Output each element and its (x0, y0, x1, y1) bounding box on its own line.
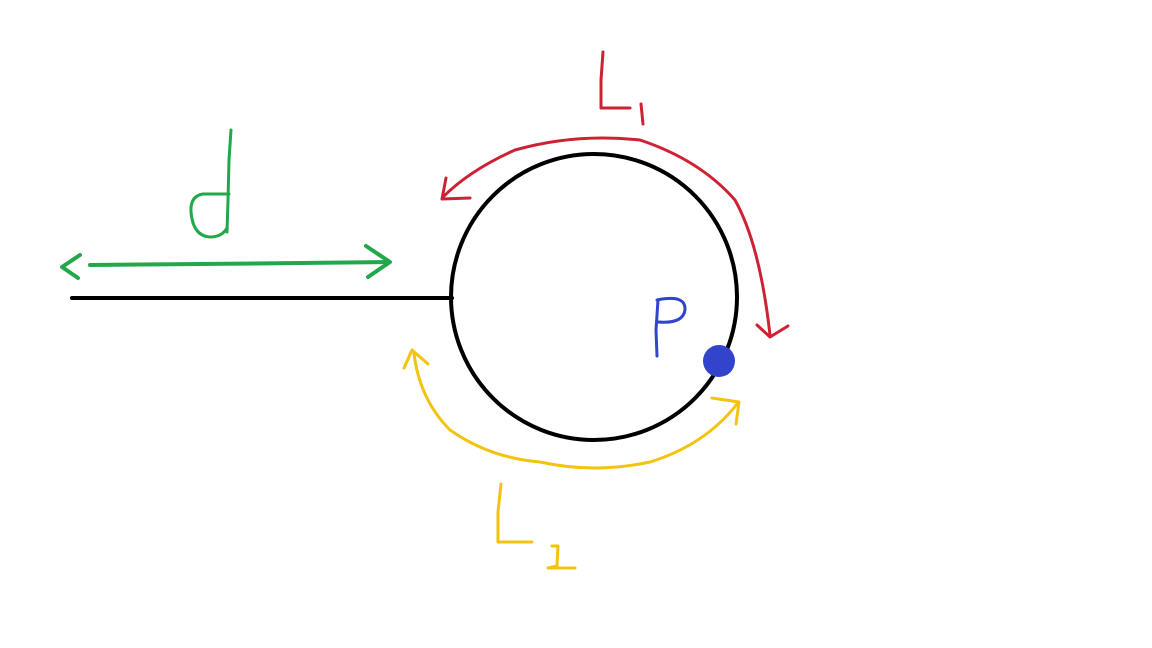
point-p-marker (703, 345, 735, 377)
L1-arrow-head (755, 323, 790, 339)
L1-arrow-curve (441, 136, 772, 337)
L1-arrow (440, 136, 790, 339)
L2-arrow-head (710, 396, 741, 426)
L1-glyph (599, 50, 645, 126)
loop-circle (449, 152, 739, 442)
d-arrow-left-head (60, 253, 82, 280)
L1-arrow-tail-head (440, 176, 472, 201)
d-arrow-shaft (88, 260, 390, 267)
point-p-glyph (654, 296, 687, 358)
d-arrow-right-head (364, 244, 392, 279)
d-arrow (60, 244, 392, 280)
d-glyph (189, 128, 233, 239)
L2-glyph (496, 482, 577, 570)
L2-arrow (402, 348, 741, 470)
L2-arrow-curve (412, 352, 739, 470)
L2-arrow-tail-head (402, 348, 430, 370)
